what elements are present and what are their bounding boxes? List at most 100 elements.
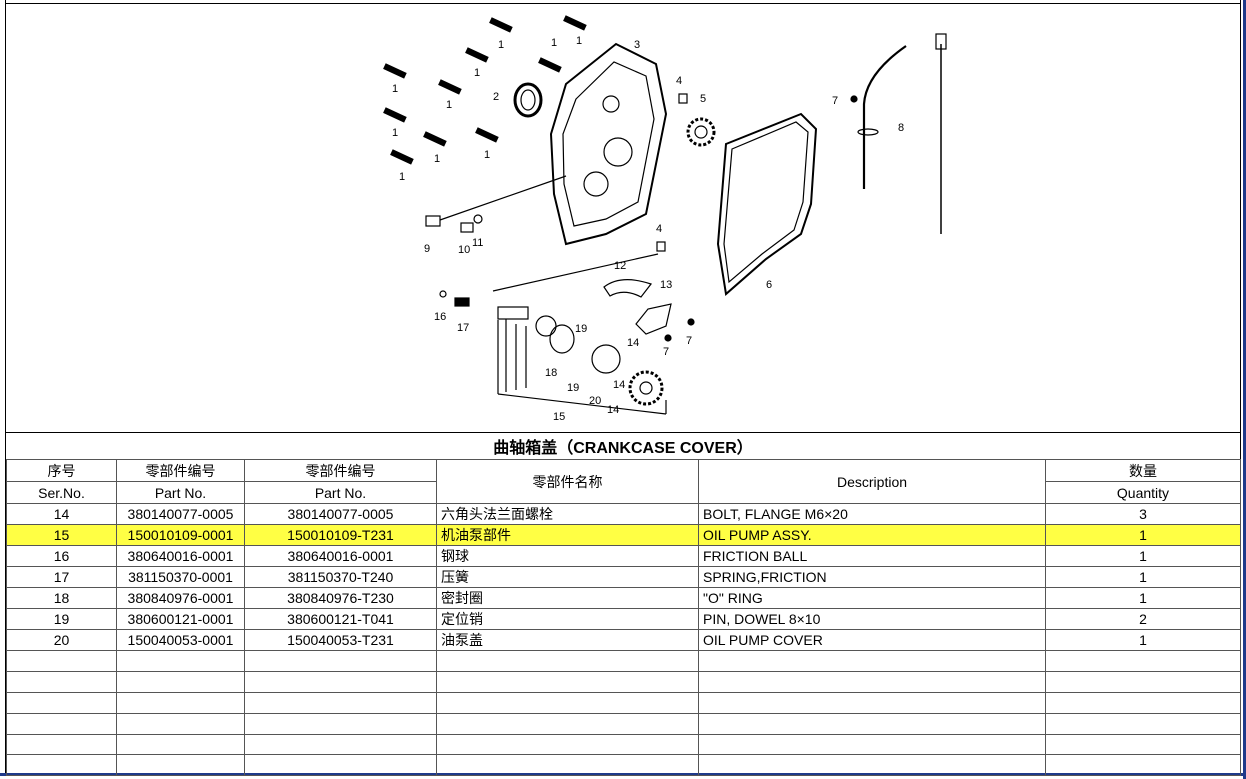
cell-desc: SPRING,FRICTION [698,566,1046,588]
empty-row[interactable] [6,754,1241,777]
col-qty-cn: 数量 [1045,459,1241,482]
empty-cell [116,670,245,693]
cell-part: 381150370-0001 [116,566,245,588]
svg-text:19: 19 [567,382,579,394]
svg-text:1: 1 [392,83,398,95]
cell-qty: 2 [1045,608,1241,630]
cell-qty: 3 [1045,503,1241,525]
empty-row[interactable] [6,650,1241,672]
empty-cell [244,733,437,756]
svg-text:6: 6 [766,279,772,291]
empty-cell [116,733,245,756]
col-part-en: Part No. [116,481,245,504]
cell-name: 机油泵部件 [436,524,699,546]
empty-cell [698,650,1046,672]
svg-text:3: 3 [634,39,640,51]
svg-text:1: 1 [576,35,582,47]
svg-text:1: 1 [474,67,480,79]
empty-cell [1045,691,1241,714]
empty-cell [1045,754,1241,777]
col-ser-cn: 序号 [6,459,117,482]
empty-cell [436,650,699,672]
svg-text:18: 18 [545,367,557,379]
empty-cell [436,712,699,735]
header-row-cn: 序号 零部件编号 零部件编号 零部件名称 Description 数量 [6,459,1241,504]
empty-row[interactable] [6,670,1241,693]
empty-row[interactable] [6,691,1241,714]
empty-cell [116,754,245,777]
cell-part: 380140077-0005 [116,503,245,525]
cell-name: 钢球 [436,545,699,567]
cell-part: 380600121-0001 [116,608,245,630]
table-row[interactable]: 17 381150370-0001 381150370-T240 压簧 SPRI… [6,566,1241,588]
empty-cell [698,733,1046,756]
cell-part2: 150040053-T231 [244,629,437,651]
svg-text:4: 4 [676,75,682,87]
cell-part: 150040053-0001 [116,629,245,651]
col-part-cn: 零部件编号 [116,459,245,482]
svg-text:1: 1 [551,37,557,49]
cell-desc: BOLT, FLANGE M6×20 [698,503,1046,525]
table-row[interactable]: 19 380600121-0001 380600121-T041 定位销 PIN… [6,608,1241,630]
table-row[interactable]: 18 380840976-0001 380840976-T230 密封圈 "O"… [6,587,1241,609]
cell-ser: 17 [6,566,117,588]
empty-cell [244,712,437,735]
empty-cell [698,691,1046,714]
svg-text:9: 9 [424,243,430,255]
svg-text:19: 19 [575,323,587,335]
empty-cell [116,712,245,735]
empty-row[interactable] [6,712,1241,735]
cell-qty: 1 [1045,545,1241,567]
cell-part: 380640016-0001 [116,545,245,567]
cell-part2: 381150370-T240 [244,566,437,588]
svg-text:13: 13 [660,279,672,291]
cell-qty: 1 [1045,587,1241,609]
svg-text:12: 12 [614,260,626,272]
svg-text:7: 7 [832,95,838,107]
empty-cell [698,754,1046,777]
empty-cell [1045,733,1241,756]
svg-text:15: 15 [553,411,565,423]
cell-desc: FRICTION BALL [698,545,1046,567]
svg-text:17: 17 [457,322,469,334]
empty-cell [244,691,437,714]
empty-cell [244,670,437,693]
empty-cell [6,712,117,735]
svg-text:1: 1 [498,39,504,51]
empty-cell [6,670,117,693]
frame-right-line [1240,0,1241,776]
cell-ser: 15 [6,524,117,546]
empty-cell [436,733,699,756]
parts-table: 序号 零部件编号 零部件编号 零部件名称 Description 数量 Ser.… [6,459,1241,777]
table-row[interactable]: 20 150040053-0001 150040053-T231 油泵盖 OIL… [6,629,1241,651]
empty-cell [116,650,245,672]
cell-ser: 16 [6,545,117,567]
col-part2-en: Part No. [244,481,437,504]
table-row[interactable]: 16 380640016-0001 380640016-0001 钢球 FRIC… [6,545,1241,567]
svg-text:20: 20 [589,395,601,407]
svg-text:4: 4 [656,223,662,235]
empty-cell [6,650,117,672]
cell-part2: 380840976-T230 [244,587,437,609]
svg-text:1: 1 [484,149,490,161]
table-row[interactable]: 14 380140077-0005 380140077-0005 六角头法兰面螺… [6,503,1241,525]
window-edge-right [1243,0,1246,779]
empty-cell [436,754,699,777]
empty-cell [1045,712,1241,735]
empty-cell [244,754,437,777]
cell-part2: 380640016-0001 [244,545,437,567]
empty-cell [436,670,699,693]
empty-cell [116,691,245,714]
cell-ser: 19 [6,608,117,630]
frame-left-line [5,0,6,776]
empty-cell [6,754,117,777]
cell-desc: OIL PUMP COVER [698,629,1046,651]
sheet-title: 曲轴箱盖（CRANKCASE COVER） [6,432,1240,460]
col-name-cn: 零部件名称 [436,459,699,504]
cell-ser: 20 [6,629,117,651]
empty-row[interactable] [6,733,1241,756]
empty-cell [6,691,117,714]
svg-text:2: 2 [493,91,499,103]
table-row-selected[interactable]: 15 150010109-0001 150010109-T231 机油泵部件 O… [6,524,1241,546]
empty-cell [244,650,437,672]
